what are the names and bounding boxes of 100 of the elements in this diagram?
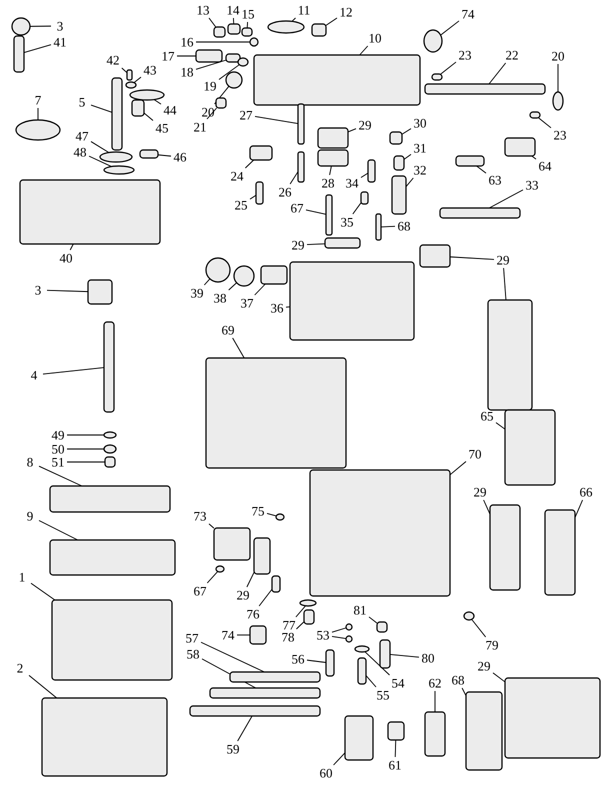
leader-line (352, 202, 362, 214)
callout-number: 51 (52, 456, 64, 468)
callout-number: 75 (252, 504, 264, 518)
leader-line (296, 621, 304, 630)
callout-number: 49 (52, 428, 64, 442)
leader-line (488, 62, 506, 84)
leader-line (250, 194, 256, 200)
callout-number: 43 (144, 64, 156, 76)
gasket-drawing (317, 127, 349, 149)
leader-line (90, 104, 112, 113)
callout-number: 10 (368, 32, 382, 44)
leader-line (503, 268, 506, 300)
callout-number: 41 (54, 36, 66, 48)
callout-number: 17 (162, 50, 174, 62)
callout-number: 12 (340, 6, 352, 18)
lever-drawing (103, 321, 115, 413)
leader-line (66, 434, 104, 436)
leader-line (476, 166, 486, 174)
callout-number: 19 (204, 80, 216, 92)
callout-number: 79 (486, 638, 498, 652)
gasket-drawing (504, 677, 601, 759)
callout-number: 62 (428, 676, 442, 690)
selector-rod-drawing (209, 687, 321, 699)
shaft-drawing (439, 207, 521, 219)
plunger-drawing (376, 621, 388, 633)
leader-line (206, 108, 218, 120)
callout-number: 14 (226, 4, 240, 16)
leader-line (333, 752, 346, 766)
lever-drawing (391, 175, 407, 215)
stud-drawing (271, 575, 281, 593)
ball-drawing (345, 635, 353, 643)
leader-line (204, 278, 210, 286)
ball-drawing (345, 623, 353, 631)
o-ring-drawing (225, 71, 243, 89)
leader-line (295, 605, 306, 618)
callout-number: 64 (538, 160, 552, 172)
key-drawing (529, 111, 541, 119)
leader-line (292, 18, 296, 22)
plug-drawing (213, 26, 226, 38)
callout-number: 76 (246, 608, 260, 620)
leader-line (38, 466, 82, 486)
rod-drawing (13, 35, 25, 73)
callout-number: 77 (282, 618, 296, 632)
bolt-drawing (195, 49, 223, 63)
leader-line (332, 636, 346, 639)
callout-number: 59 (226, 742, 240, 756)
leader-line (440, 62, 456, 74)
gasket-drawing (487, 299, 533, 411)
cover-drawing (504, 409, 556, 486)
leader-line (38, 520, 78, 540)
callout-number: 78 (282, 630, 294, 644)
leader-line (368, 616, 378, 624)
callout-number: 23 (554, 128, 566, 142)
callout-number: 31 (414, 142, 426, 154)
knob-drawing (11, 17, 31, 36)
nut-drawing (249, 625, 267, 645)
callout-number: 2 (16, 662, 24, 674)
callout-number: 8 (26, 456, 34, 468)
callout-number: 29 (358, 118, 372, 132)
callout-number: 22 (506, 48, 518, 62)
callout-number: 69 (222, 324, 234, 336)
callout-number: 11 (298, 4, 310, 16)
callout-number: 28 (322, 176, 334, 190)
tunnel-cover-drawing (49, 539, 176, 576)
callout-number: 36 (270, 302, 284, 314)
gasket-drawing (253, 537, 271, 575)
leader-line (471, 618, 486, 638)
cover-drawing (544, 509, 576, 596)
callout-number: 58 (186, 648, 200, 660)
leader-line (28, 674, 58, 698)
leader-line (483, 500, 490, 515)
selector-rod-drawing (229, 671, 321, 683)
ring-drawing (103, 431, 117, 439)
bolt-drawing (311, 23, 327, 37)
leader-line (326, 18, 338, 26)
leader-line (208, 523, 214, 529)
leader-line (450, 461, 466, 476)
stud-drawing (375, 213, 382, 241)
leader-line (434, 690, 436, 712)
spring-drawing (131, 99, 145, 117)
spring-drawing (225, 53, 241, 63)
key-drawing (431, 73, 443, 81)
leader-line (196, 60, 226, 70)
callout-number: 70 (468, 448, 482, 460)
top-cover-drawing (253, 54, 421, 106)
callout-number: 29 (478, 660, 490, 672)
callout-number: 67 (194, 584, 206, 598)
callout-number: 27 (240, 108, 252, 122)
leader-line (134, 76, 142, 84)
callout-number: 38 (214, 292, 226, 304)
bolt-drawing (360, 191, 369, 205)
leader-line (24, 44, 52, 53)
cup-drawing (103, 444, 117, 454)
gasket-drawing (49, 485, 171, 513)
cap-drawing (267, 20, 305, 34)
leader-line (306, 210, 326, 215)
callout-number: 67 (290, 202, 304, 214)
leader-line (574, 500, 583, 518)
callout-number: 35 (340, 216, 354, 228)
callout-number: 23 (458, 48, 472, 62)
